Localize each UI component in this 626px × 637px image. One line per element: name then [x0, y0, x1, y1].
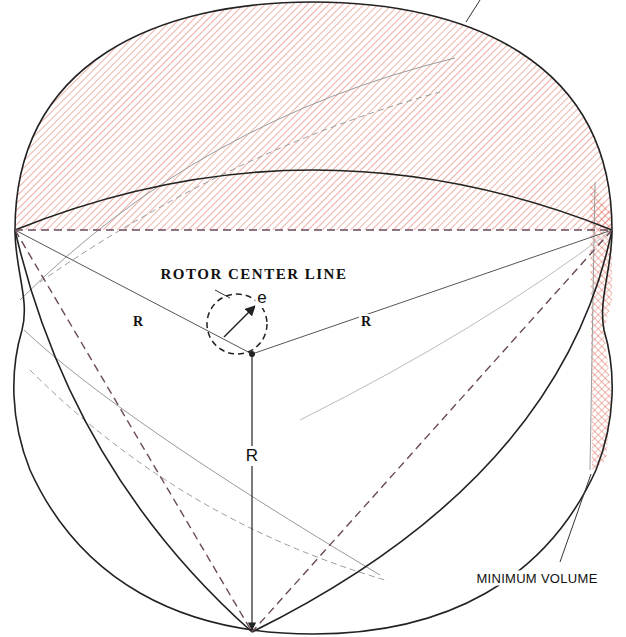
dimension-label: R — [359, 314, 373, 330]
housing-outline — [14, 2, 612, 634]
radius-arrow — [251, 356, 252, 630]
rotor-positions — [20, 58, 612, 580]
part-label: ROTOR CENTER LINE — [159, 266, 350, 283]
rotor-chords — [15, 230, 612, 632]
chamber-hatch — [15, 2, 612, 230]
rotor-outline — [15, 170, 612, 632]
dimension-label: R — [131, 314, 145, 330]
part-label: MINIMUM VOLUME — [474, 571, 599, 586]
radius-lines — [15, 230, 612, 354]
dimension-label: R — [244, 446, 260, 466]
dimension-label: e — [255, 288, 268, 308]
eccentric-arrow — [224, 306, 255, 337]
